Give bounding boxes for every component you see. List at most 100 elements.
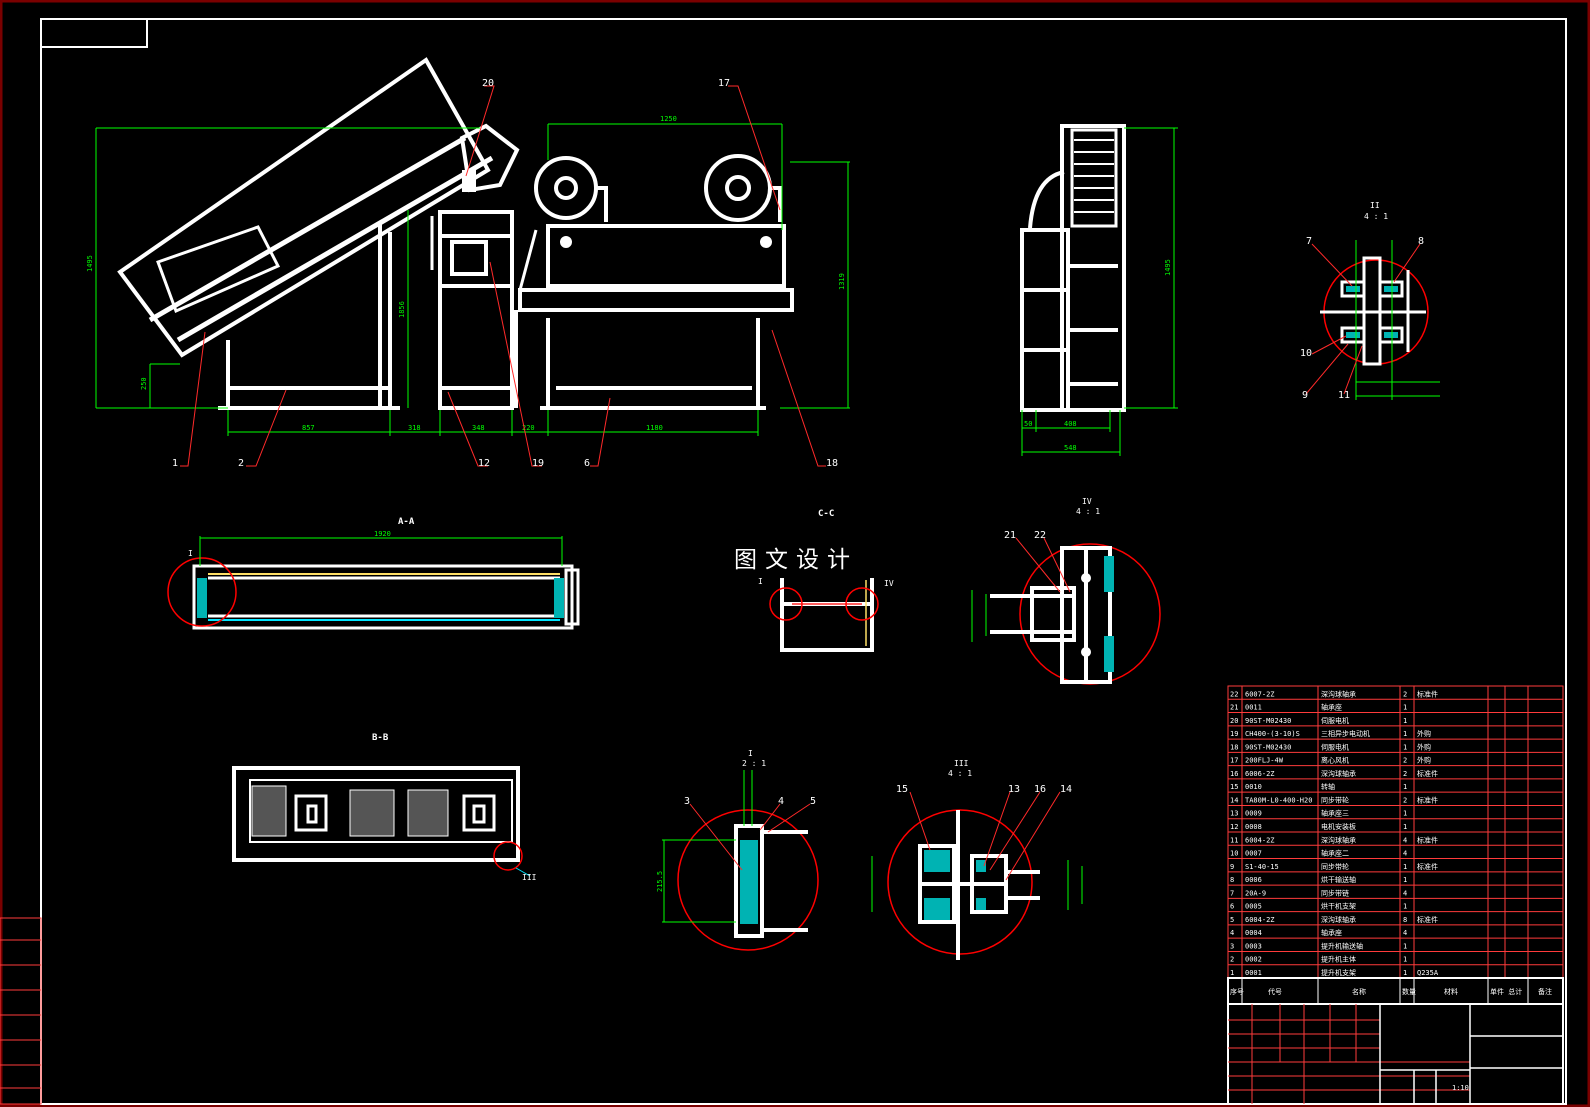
balloon-15: 14: [1060, 784, 1072, 795]
bom-row: 1 0001 提升机支架 1 Q235A: [1230, 968, 1439, 977]
bom-cell-code: 0001: [1245, 969, 1262, 977]
bom-cell-name: 轴承座: [1321, 703, 1342, 712]
dim-857: 857: [302, 424, 315, 432]
bom-header-note: 备注: [1538, 987, 1552, 996]
dim-50: 50: [1024, 420, 1032, 428]
bom-cell-code: 0002: [1245, 956, 1262, 964]
dim-detail-215: 215.5: [656, 871, 664, 892]
bom-cell-no: 18: [1230, 743, 1238, 751]
detail-i-cc-callout: I: [758, 577, 763, 586]
bom-cell-qty: 1: [1403, 876, 1407, 884]
detail-iii-callout: III: [522, 873, 537, 882]
bom-cell-qty: 1: [1403, 969, 1407, 977]
balloon-13: 13: [1008, 784, 1020, 795]
balloon-21: 21: [1004, 530, 1016, 541]
bom-cell-name: 轴承座三: [1321, 809, 1349, 818]
bom-cell-note: 标准件: [1417, 769, 1438, 778]
bom-cell-name: 离心风机: [1321, 756, 1349, 765]
bom-cell-no: 12: [1230, 823, 1238, 831]
bom-cell-no: 10: [1230, 850, 1238, 858]
bom-cell-qty: 1: [1403, 863, 1407, 871]
bom-cell-note: 标准件: [1417, 835, 1438, 844]
dim-overall-height: 1495: [86, 255, 94, 272]
detail-iii-scale: 4 : 1: [948, 769, 972, 778]
bom-cell-code: 6004-2Z: [1245, 836, 1275, 844]
dim-348: 348: [472, 424, 485, 432]
bom-cell-no: 1: [1230, 969, 1234, 977]
bom-cell-qty: 2: [1403, 690, 1407, 698]
detail-ii-scale: 4 : 1: [1364, 212, 1388, 221]
section-cc-label: C-C: [818, 509, 834, 519]
bom-cell-name: 烘干输送轴: [1321, 875, 1356, 884]
bom-cell-no: 9: [1230, 863, 1234, 871]
bom-cell-qty: 1: [1403, 783, 1407, 791]
bom-cell-code: 200FLJ-4W: [1245, 757, 1284, 765]
drawing-scale: 1:10: [1452, 1084, 1469, 1092]
detail-iv: IV 4 : 1 21 22: [971, 497, 1161, 685]
bom-cell-name: 深沟球轴承: [1321, 835, 1356, 844]
bom-cell-qty: 1: [1403, 903, 1407, 911]
detail-i: I 2 : 1 215.5 3 4 5: [656, 749, 819, 951]
bom-cell-code: 0011: [1245, 704, 1262, 712]
detail-ii: 7 8 10 9 11 II 4 : 1: [1300, 201, 1440, 401]
bom-cell-qty: 8: [1403, 916, 1407, 924]
bom-cell-no: 16: [1230, 770, 1238, 778]
bom-cell-code: TA80M-L0-400-H20: [1245, 796, 1312, 804]
bom-header-qty: 数量: [1402, 987, 1416, 996]
bom-cell-code: 0009: [1245, 810, 1262, 818]
dim-408: 408: [1064, 420, 1077, 428]
bom-cell-qty: 2: [1403, 796, 1407, 804]
bom-cell-qty: 1: [1403, 717, 1407, 725]
bom-cell-no: 15: [1230, 783, 1238, 791]
front-leaders: [180, 85, 826, 467]
detail-i-scale: 2 : 1: [742, 759, 766, 768]
bom-cell-qty: 4: [1403, 850, 1407, 858]
bom-cell-note: 外购: [1417, 756, 1431, 765]
bom-cell-name: 同步带轮: [1321, 795, 1349, 804]
bom-cell-no: 5: [1230, 916, 1234, 924]
watermark: 图文设计: [734, 547, 858, 573]
detail-iv-scale: 4 : 1: [1076, 507, 1100, 516]
bom-cell-note: 外购: [1417, 729, 1431, 738]
fan-right: [704, 154, 772, 222]
bom-cell-no: 3: [1230, 942, 1234, 950]
bom-cell-name: 提升机支架: [1321, 968, 1356, 977]
bom-cell-note: Q235A: [1417, 969, 1439, 977]
detail-iii: III 4 : 1 15 13 16 14: [871, 759, 1083, 960]
dim-conv-height: 1319: [838, 273, 846, 290]
section-aa: A-A 1920 I: [167, 517, 580, 630]
side-view: [1020, 124, 1126, 412]
section-bb: B-B III: [232, 733, 537, 882]
elevator-casing: [117, 57, 491, 358]
motor-frame: [438, 210, 514, 410]
dim-318: 318: [408, 424, 421, 432]
bom-cell-name: 伺服电机: [1321, 716, 1349, 725]
bom-header-code: 代号: [1268, 987, 1282, 996]
bom-cell-no: 4: [1230, 929, 1234, 937]
bom-cell-qty: 1: [1403, 823, 1407, 831]
name-box: [40, 18, 148, 48]
balloon-6: 6: [584, 458, 590, 469]
balloon-1: 2: [238, 458, 244, 469]
dim-hopper-clear: 250: [140, 377, 148, 390]
detail-i-callout: I: [188, 549, 193, 558]
bom-cell-name: 三相异步电动机: [1321, 729, 1370, 738]
balloon-16: 16: [1034, 784, 1046, 795]
bom-cell-note: 标准件: [1417, 689, 1438, 698]
fan-left: [534, 156, 598, 220]
balloon-9: 9: [1302, 390, 1308, 401]
